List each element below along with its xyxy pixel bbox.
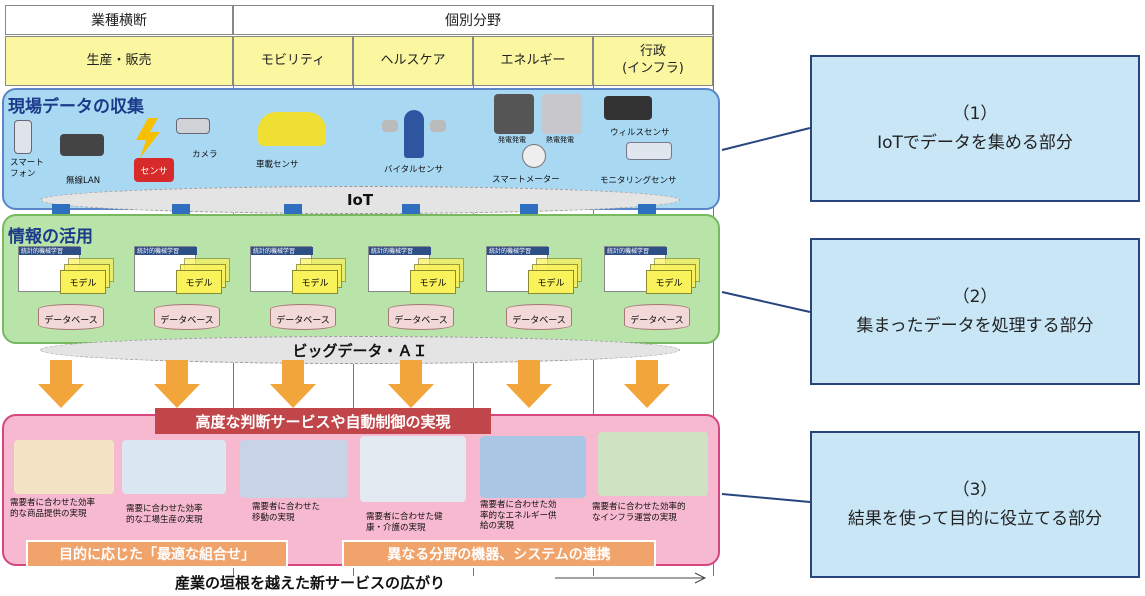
- vital-device-icon: [382, 120, 398, 132]
- ml-sheet-header: [487, 247, 549, 255]
- caption-energy: 需要者に合わせた効 率的なエネルギー供 給の実現: [480, 500, 557, 532]
- smartphone-label: スマート フォン: [10, 158, 44, 179]
- ml-stack: 統計的機械学習モデルデータベース: [480, 242, 592, 338]
- wlan-router-icon: [60, 134, 104, 156]
- sector-energy: エネルギー: [473, 36, 593, 86]
- vital-sensor-label: バイタルセンサ: [384, 165, 444, 175]
- sector-production-sales: 生産・販売: [5, 36, 233, 86]
- ml-sheet-title: 統計的機械学習: [21, 248, 64, 255]
- footer-text: 産業の垣根を越えた新サービスの広がり: [175, 574, 446, 592]
- ml-sheet-title: 統計的機械学習: [607, 248, 650, 255]
- ml-stack: 統計的機械学習モデルデータベース: [598, 242, 710, 338]
- thermal-label: 熱電発電: [546, 136, 574, 144]
- thermal-generator-icon: [542, 94, 582, 134]
- ml-sheet-title: 統計的機械学習: [137, 248, 180, 255]
- system-linkage-tag: 異なる分野の機器、システムの連携: [342, 540, 656, 568]
- smart-meter-icon: [522, 144, 546, 168]
- smart-meter-label: スマートメーター: [492, 175, 560, 185]
- virus-sensor-label: ウィルスセンサ: [610, 128, 670, 138]
- header-individual-fields: 個別分野: [233, 5, 713, 35]
- sector-administration: 行政 (インフラ): [593, 36, 713, 86]
- model-card: モデル: [646, 270, 692, 294]
- ml-sheet-header: [19, 247, 81, 255]
- car-icon: [258, 112, 326, 146]
- callout-connectors: [721, 127, 811, 503]
- callout-data-processing: （2） 集まったデータを処理する部分: [810, 238, 1140, 385]
- ml-stack: 統計的機械学習モデルデータベース: [244, 242, 356, 338]
- bigdata-ai-ellipse: ビッグデータ・ＡＩ: [40, 336, 680, 364]
- camera-icon: [176, 118, 210, 134]
- solar-generator-icon: [494, 94, 534, 134]
- pipe-sensor-icon: [626, 142, 672, 160]
- model-card: モデル: [176, 270, 222, 294]
- realization-banner: 高度な判断サービスや自動制御の実現: [155, 408, 491, 434]
- car-sensor-label: 車載センサ: [256, 160, 299, 170]
- callout-purpose-usage: （3） 結果を使って目的に役立てる部分: [810, 431, 1140, 578]
- shopping-person-illustration: [14, 440, 114, 494]
- information-title: 情報の活用: [8, 227, 93, 247]
- sector-healthcare: ヘルスケア: [353, 36, 473, 86]
- ml-sheet: 統計的機械学習: [368, 246, 431, 292]
- footer-arrow: [555, 572, 707, 584]
- orange-arrows: [38, 360, 670, 408]
- energy-city-illustration: [480, 436, 586, 498]
- ml-sheet-header: [135, 247, 197, 255]
- virus-sensor-icon: [604, 96, 652, 120]
- ml-sheet-header: [251, 247, 313, 255]
- database-cylinder: データベース: [154, 304, 220, 330]
- database-cylinder: データベース: [624, 304, 690, 330]
- sensor-box-icon: センサ: [134, 158, 174, 182]
- caption-factory-production: 需要に合わせた効率 的な工場生産の実現: [126, 504, 203, 525]
- vital-device-icon: [430, 120, 446, 132]
- model-card: モデル: [292, 270, 338, 294]
- data-collection-title: 現場データの収集: [8, 97, 144, 117]
- iot-ellipse: IoT: [40, 186, 680, 214]
- monitoring-sensor-label: モニタリングセンサ: [600, 176, 677, 186]
- database-cylinder: データベース: [506, 304, 572, 330]
- healthcare-illustration: [360, 436, 466, 502]
- caption-mobility: 需要者に合わせた 移動の実現: [252, 502, 321, 523]
- traffic-city-illustration: [240, 440, 348, 498]
- solar-label: 発電発電: [498, 136, 526, 144]
- database-cylinder: データベース: [38, 304, 104, 330]
- model-card: モデル: [60, 270, 106, 294]
- ml-sheet-header: [369, 247, 431, 255]
- caption-healthcare: 需要者に合わせた健 康・介護の実現: [366, 512, 443, 533]
- sector-mobility: モビリティ: [233, 36, 353, 86]
- caption-product-delivery: 需要者に合わせた効率 的な商品提供の実現: [10, 498, 96, 519]
- infrastructure-illustration: [598, 432, 708, 496]
- wlan-label: 無線LAN: [66, 176, 101, 186]
- model-card: モデル: [410, 270, 456, 294]
- ml-sheet-title: 統計的機械学習: [253, 248, 296, 255]
- smartphone-icon: [14, 120, 32, 154]
- ml-sheet-title: 統計的機械学習: [489, 248, 532, 255]
- person-icon: [404, 110, 424, 158]
- camera-label: カメラ: [192, 150, 218, 160]
- model-card: モデル: [528, 270, 574, 294]
- ml-sheet-header: [605, 247, 667, 255]
- ml-stack: 統計的機械学習モデルデータベース: [12, 242, 124, 338]
- ml-stack: 統計的機械学習モデルデータベース: [362, 242, 474, 338]
- caption-infrastructure: 需要者に合わせた効率的 なインフラ運営の実現: [592, 502, 686, 523]
- optimal-combination-tag: 目的に応じた「最適な組合せ」: [26, 540, 288, 568]
- ml-sheet-title: 統計的機械学習: [371, 248, 414, 255]
- factory-robot-illustration: [122, 440, 226, 494]
- lightning-icon: [136, 118, 160, 158]
- ml-stack: 統計的機械学習モデルデータベース: [128, 242, 240, 338]
- database-cylinder: データベース: [388, 304, 454, 330]
- database-cylinder: データベース: [270, 304, 336, 330]
- header-cross-industry: 業種横断: [5, 5, 233, 35]
- callout-iot-collection: （1） IoTでデータを集める部分: [810, 55, 1140, 202]
